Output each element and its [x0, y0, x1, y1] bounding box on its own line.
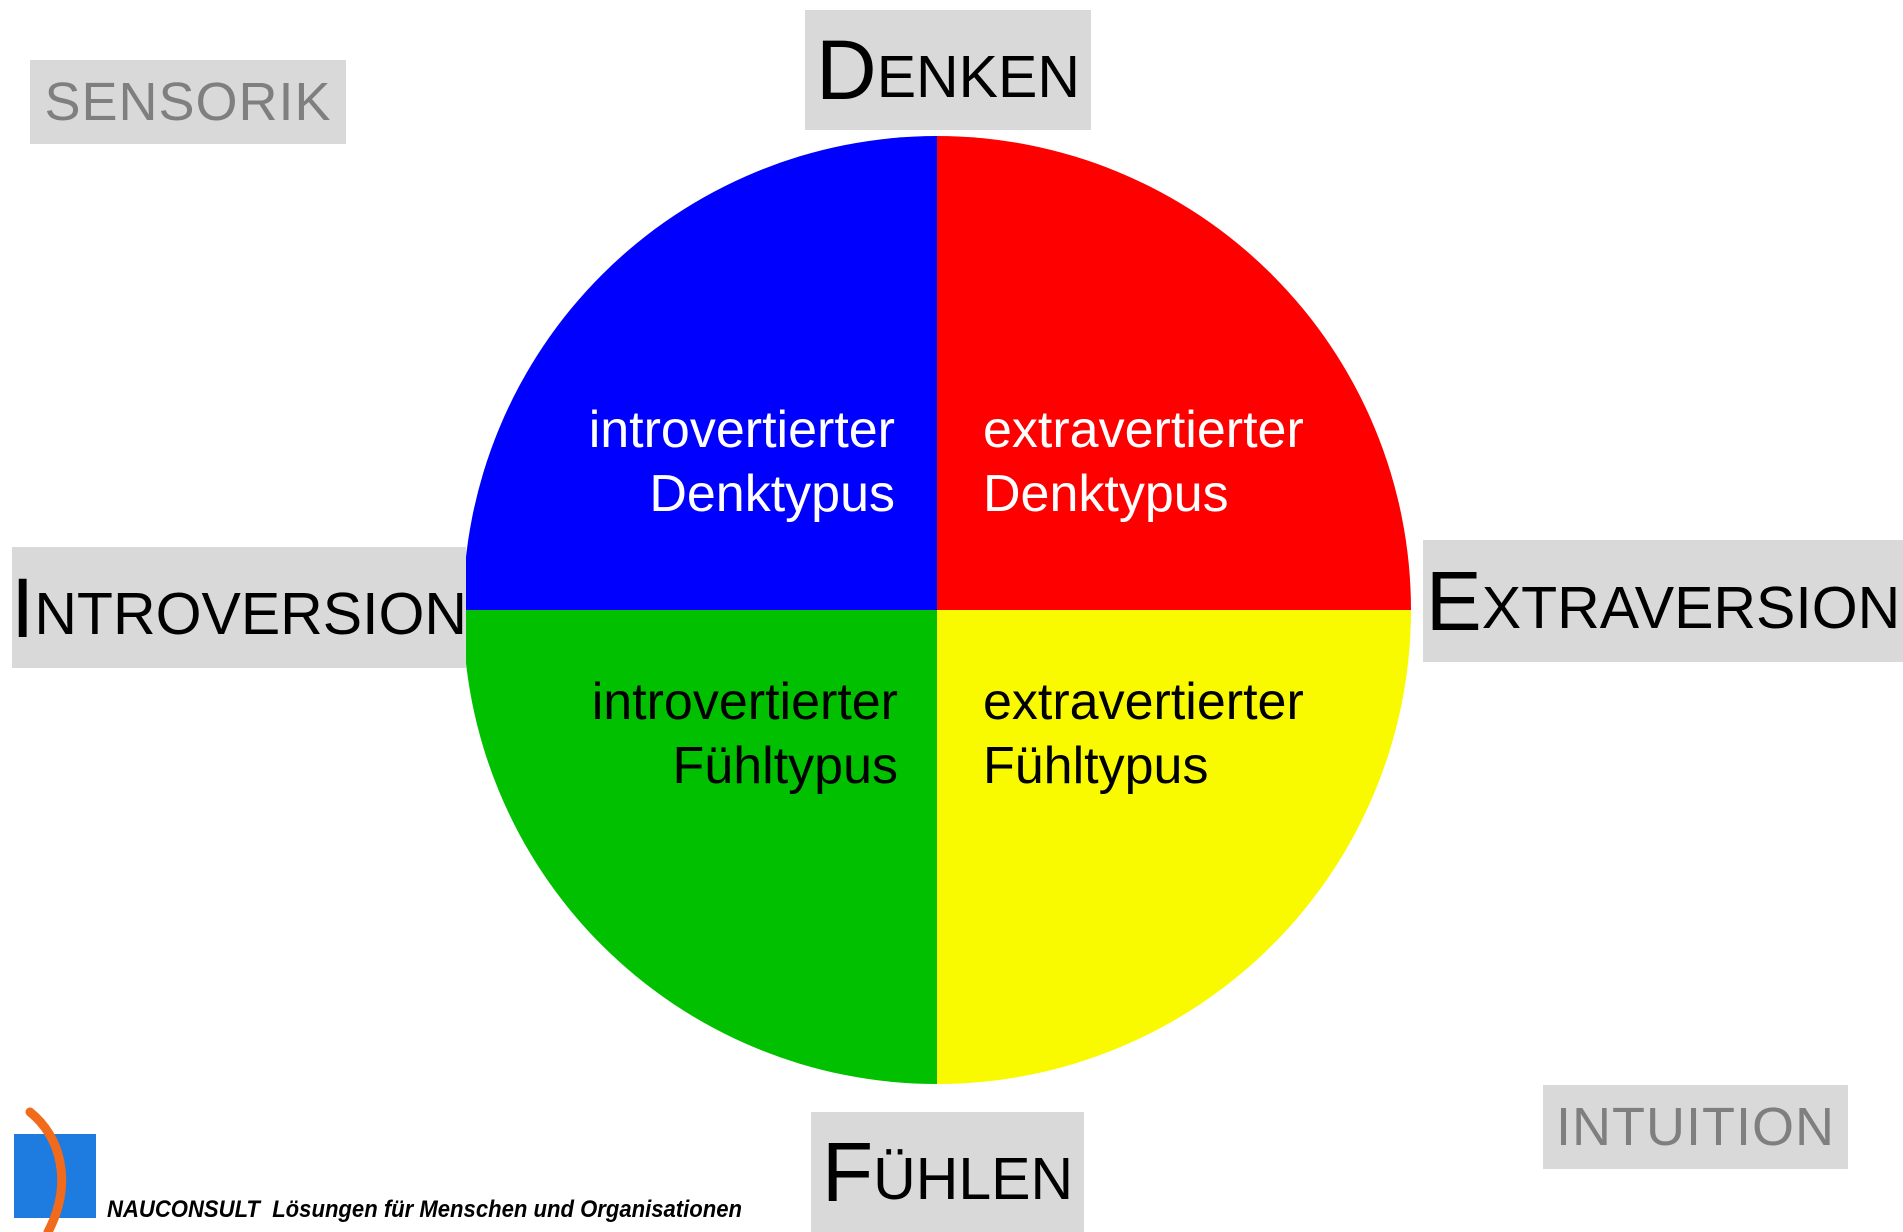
introverted-feeling-line1: introvertierter [591, 673, 898, 731]
corner-label-sensing: SENSORIK [30, 60, 346, 144]
axis-label-extraversion-rest: XTRAVERSION [1481, 574, 1901, 641]
footer-text: NAUCONSULT Lösungen für Menschen und Org… [107, 1196, 742, 1224]
introverted-thinking-label: introvertierter Denktypus [560, 398, 895, 526]
footer-brand: NAUCONSULT [107, 1196, 260, 1223]
quadrant-introverted-feeling [463, 610, 937, 1084]
introverted-feeling-label: introvertierter Fühltypus [560, 670, 898, 798]
extraverted-thinking-line1: extravertierter [983, 401, 1304, 459]
axis-label-feeling-initial: F [821, 1125, 874, 1219]
axis-label-feeling-rest: ÜHLEN [873, 1145, 1074, 1212]
extraverted-feeling-line2: Fühltypus [983, 737, 1209, 795]
quadrant-extraverted-feeling [937, 610, 1411, 1084]
introverted-feeling-line2: Fühltypus [672, 737, 898, 795]
axis-label-introversion-initial: I [10, 560, 35, 655]
axis-label-thinking-rest: ENKEN [876, 43, 1080, 110]
quadrant-extraverted-thinking [937, 136, 1411, 610]
corner-label-intuition: INTUITION [1543, 1085, 1848, 1169]
extraverted-thinking-line2: Denktypus [983, 465, 1229, 523]
extraverted-feeling-label: extravertierter Fühltypus [983, 670, 1304, 798]
axis-label-extraversion-initial: E [1425, 554, 1482, 648]
footer-tagline: Lösungen für Menschen und Organisationen [272, 1196, 743, 1223]
quadrant-introverted-thinking [463, 136, 937, 610]
logo-arc [25, 1107, 67, 1232]
axis-label-introversion-rest: NTROVERSION [34, 581, 468, 647]
axis-label-thinking-initial: D [816, 23, 877, 117]
extraverted-thinking-label: extravertierter Denktypus [983, 398, 1304, 526]
introverted-thinking-line2: Denktypus [649, 465, 895, 523]
introverted-thinking-line1: introvertierter [588, 401, 895, 459]
extraverted-feeling-line1: extravertierter [983, 673, 1304, 731]
nauconsult-logo [14, 1107, 96, 1232]
